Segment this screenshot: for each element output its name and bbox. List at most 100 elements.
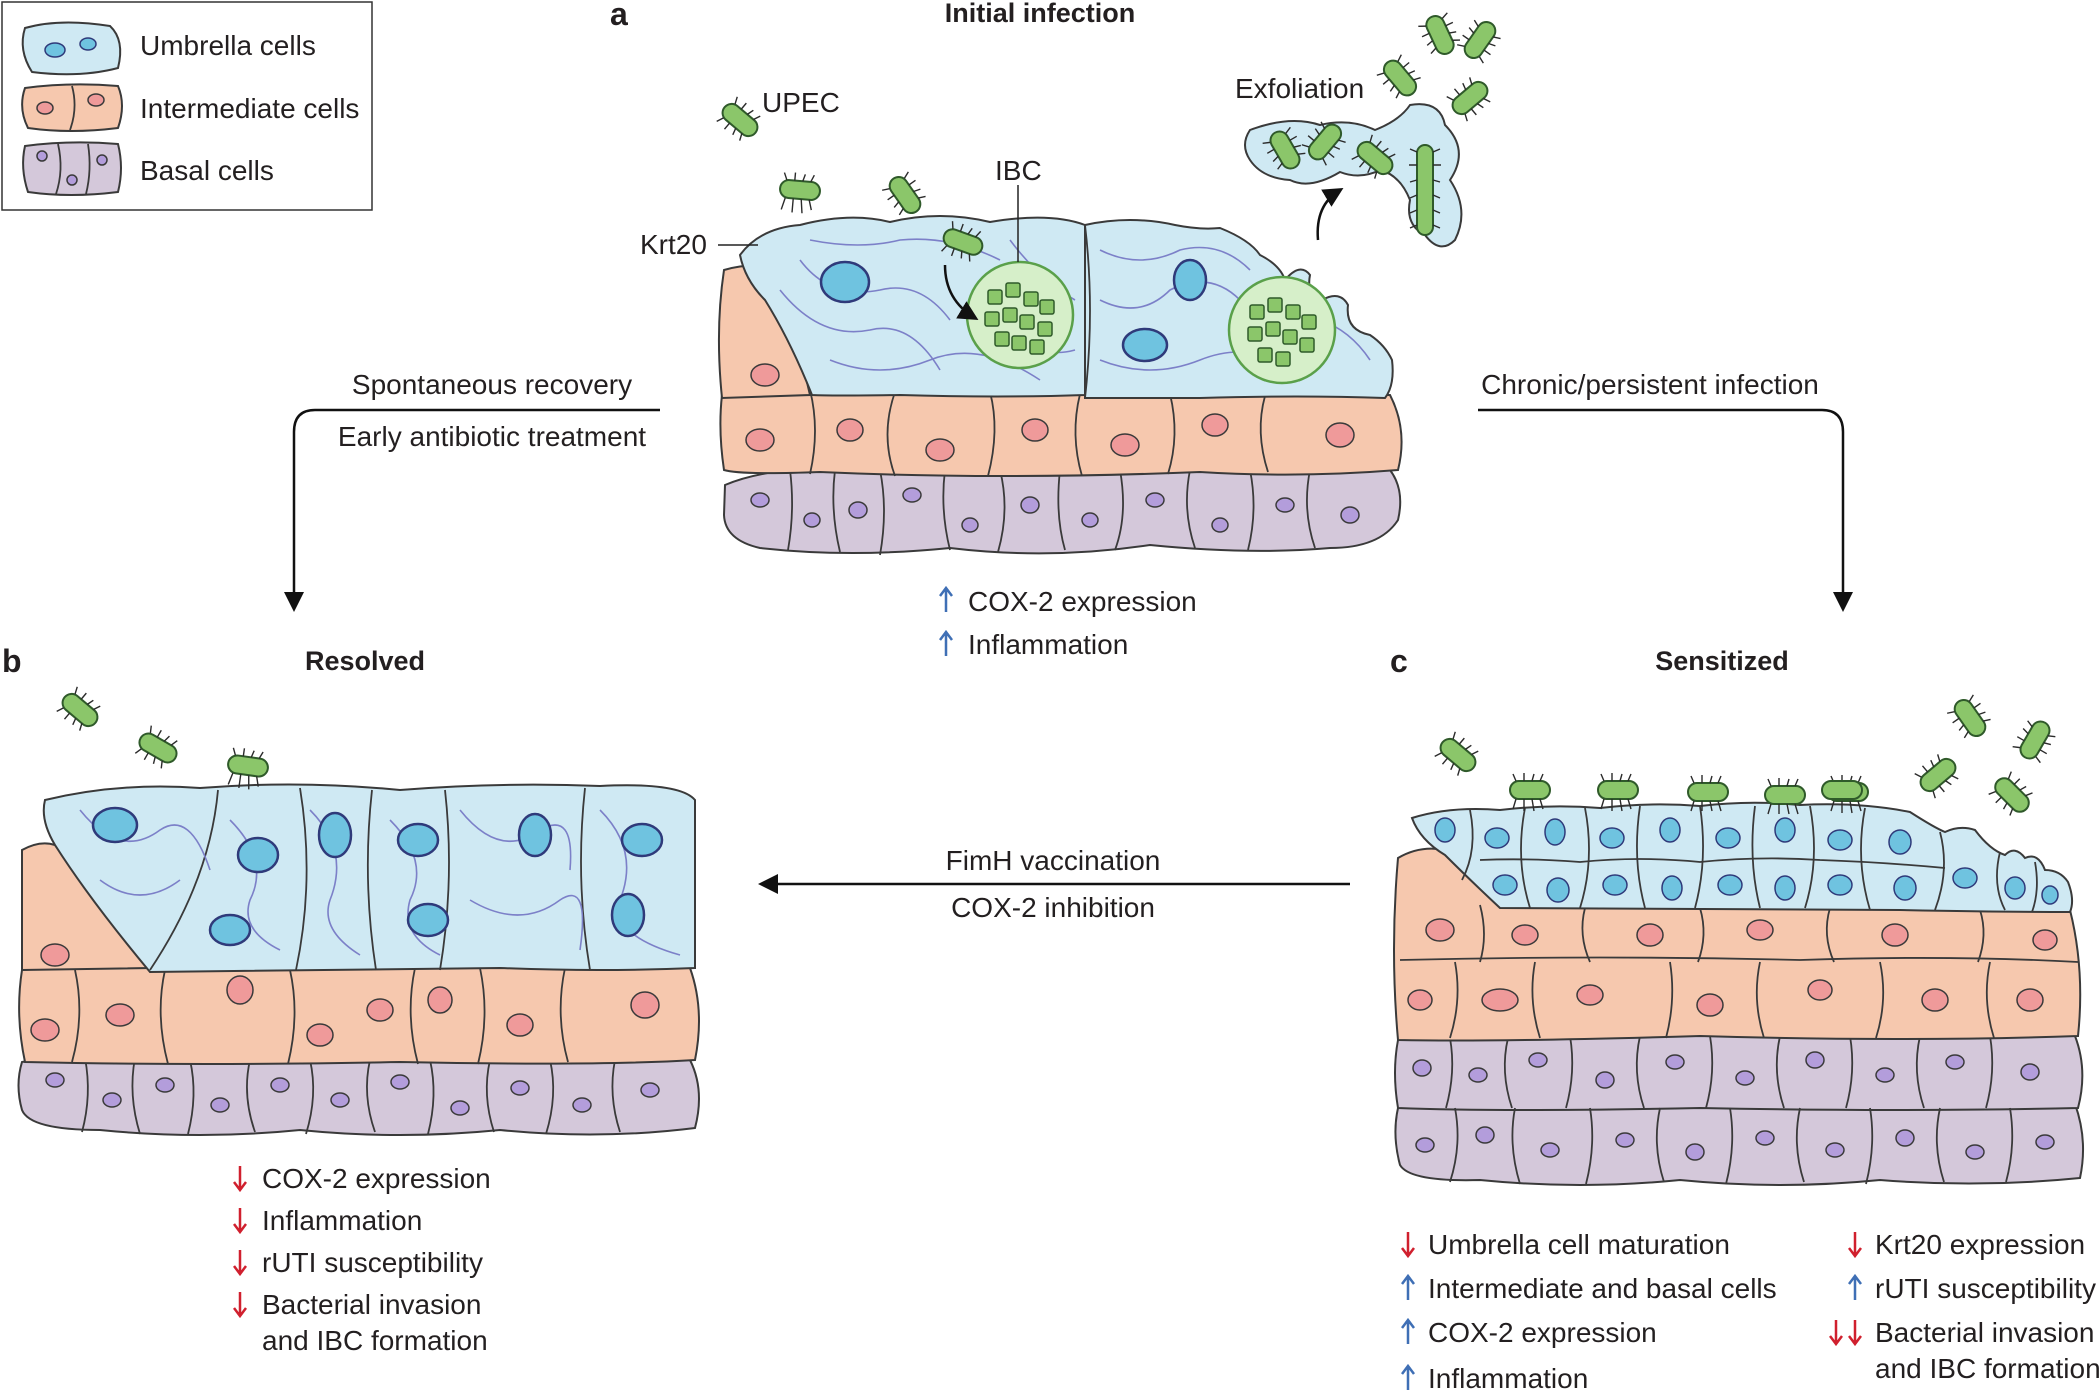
panel-a-effects: COX-2 expression Inflammation [939, 585, 1197, 660]
panel-b-effect-5: and IBC formation [262, 1325, 488, 1356]
panel-b-basal-nuclei [45, 1072, 660, 1116]
panel-a-exfoliation-arrow [1316, 187, 1344, 241]
panel-b-effect-4: Bacterial invasion [262, 1289, 481, 1320]
panel-c-basal-nuclei [1412, 1051, 2055, 1161]
transition-a-to-b-line-1: Spontaneous recovery [352, 369, 632, 400]
panel-b-effect-2: Inflammation [262, 1205, 422, 1236]
panel-a-basal-layer [722, 466, 1402, 555]
legend-swatch-basal [22, 141, 122, 196]
panel-a-ibc-right [1227, 275, 1337, 385]
transition-c-to-b-line-1: FimH vaccination [946, 845, 1161, 876]
legend-label-basal: Basal cells [140, 155, 274, 186]
transition-a-to-c-line-1: Chronic/persistent infection [1481, 369, 1819, 400]
transition-a-to-c: Chronic/persistent infection [1478, 369, 1853, 612]
transition-c-to-b-line-2: COX-2 inhibition [951, 892, 1155, 923]
effect-arrow-up [939, 585, 953, 612]
panel-c-umbrella-nuclei [1434, 817, 2059, 905]
panel-b-letter: b [2, 643, 22, 679]
effect-arrow-down [1401, 1232, 1415, 1259]
effect-arrow-up [939, 629, 953, 656]
panel-c-intermediate-nuclei [1407, 918, 2058, 1017]
panel-c-effect-left-3: COX-2 expression [1428, 1317, 1657, 1348]
effect-arrow-down [233, 1250, 247, 1277]
panel-a-umbrella-divider [1084, 224, 1091, 399]
panel-a-letter: a [610, 0, 628, 32]
panel-c-umbrella-dividers [1461, 805, 2038, 913]
legend-swatch-intermediate [21, 83, 123, 132]
panel-a-invasion-arrow [943, 264, 979, 321]
effect-arrow-up [1401, 1317, 1415, 1344]
panel-a-krt20-label: Krt20 [640, 229, 707, 260]
legend-label-umbrella: Umbrella cells [140, 30, 316, 61]
transition-a-to-c-arrow [1478, 408, 1853, 612]
panel-c-title: Sensitized [1655, 646, 1789, 676]
legend: Umbrella cells Intermediate cells Basal … [1, 1, 373, 211]
panel-a-bacteria [716, 96, 984, 262]
panel-b: b Resolved [2, 643, 700, 1356]
panel-c-letter: c [1390, 643, 1408, 679]
bacterium [716, 96, 761, 141]
panel-b-basal-dividers [81, 1057, 621, 1135]
effect-arrow-down [233, 1208, 247, 1235]
panel-a-upec-label: UPEC [762, 87, 840, 118]
transition-a-to-b: Spontaneous recovery Early antibiotic tr… [284, 369, 660, 612]
panel-c-effect-right-4: and IBC formation [1875, 1353, 2100, 1384]
panel-a-exfoliated-cell [1244, 103, 1463, 248]
transition-c-to-b: FimH vaccination COX-2 inhibition [758, 845, 1350, 923]
transition-a-to-b-line-2: Early antibiotic treatment [338, 421, 646, 452]
panel-b-title: Resolved [305, 646, 425, 676]
panel-a-exfoliation-label: Exfoliation [1235, 73, 1364, 104]
effect-arrow-down [233, 1292, 247, 1319]
panel-a-intermediate-upper-nucleus [750, 363, 780, 387]
legend-label-intermediate: Intermediate cells [140, 93, 359, 124]
panel-c-effect-left-1: Umbrella cell maturation [1428, 1229, 1730, 1260]
panel-b-umbrella-dividers [149, 787, 591, 971]
bacterium [779, 172, 821, 214]
panel-b-intermediate-nuclei [30, 975, 660, 1047]
effect-arrow-down [233, 1166, 247, 1193]
panel-b-bacteria [56, 686, 269, 790]
panel-b-basal-layer [17, 1054, 700, 1136]
panel-a-free-bacteria [1376, 12, 1501, 122]
effect-arrow-down [1848, 1232, 1862, 1259]
panel-b-intermediate-upper-nucleus [40, 943, 70, 967]
panel-a-title: Initial infection [945, 0, 1136, 28]
panel-c-effect-left-2: Intermediate and basal cells [1428, 1273, 1777, 1304]
bacterium [881, 171, 926, 216]
panel-a-ibc-label: IBC [995, 155, 1042, 186]
transition-a-to-b-arrow [284, 408, 660, 612]
panel-a-basal-nuclei [750, 487, 1360, 533]
panel-b-effects: COX-2 expression Inflammation rUTI susce… [233, 1163, 491, 1356]
panel-c-bacteria [1434, 694, 2056, 816]
legend-swatch-umbrella [21, 21, 122, 76]
panel-c-umbrella-layer [1410, 801, 2074, 914]
panel-c-effects-left: Umbrella cell maturation Intermediate an… [1401, 1229, 1777, 1394]
bacterium [941, 221, 984, 262]
effect-arrow-up [1401, 1273, 1415, 1300]
panel-a: a Initial infection [610, 0, 1501, 660]
effect-arrow-double-down [1829, 1320, 1862, 1347]
panel-a-intermediate-dividers [809, 389, 1269, 477]
panel-b-intermediate-dividers [71, 967, 569, 1065]
effect-arrow-up [1848, 1273, 1862, 1300]
panel-a-effect-2: Inflammation [968, 629, 1128, 660]
panel-c-effects-right: Krt20 expression rUTI susceptibility Bac… [1829, 1229, 2100, 1384]
panel-a-ibc-left [965, 260, 1075, 370]
panel-b-umbrella-nuclei [91, 806, 664, 947]
panel-a-basal-dividers [787, 469, 1316, 556]
panel-c-effect-right-1: Krt20 expression [1875, 1229, 2085, 1260]
panel-c: c Sensitized [1390, 643, 2100, 1394]
panel-c-basal-dividers [1445, 1035, 2014, 1185]
panel-a-effect-1: COX-2 expression [968, 586, 1197, 617]
panel-a-intermediate-nuclei [745, 413, 1355, 462]
effect-arrow-up [1401, 1363, 1415, 1390]
panel-c-effect-left-4: Inflammation [1428, 1363, 1588, 1394]
panel-c-effect-right-3: Bacterial invasion [1875, 1317, 2094, 1348]
panel-b-effect-3: rUTI susceptibility [262, 1247, 483, 1278]
panel-c-effect-right-2: rUTI susceptibility [1875, 1273, 2096, 1304]
panel-c-basal-layer-lower [1394, 1100, 2084, 1186]
panel-c-intermediate-dividers [1399, 904, 2079, 1039]
panel-a-intermediate-layer [719, 387, 1403, 477]
panel-a-umbrella-nuclei [819, 258, 1208, 363]
